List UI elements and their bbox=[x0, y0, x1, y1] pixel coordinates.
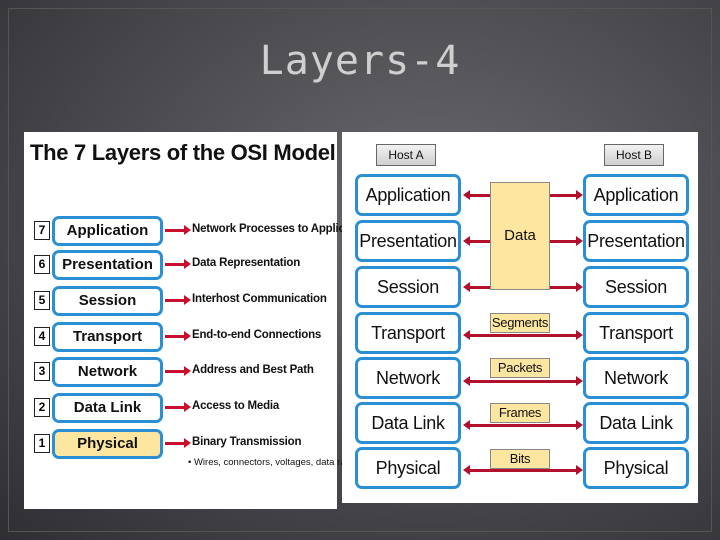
double-arrow-icon bbox=[463, 465, 583, 475]
host-a-layer: Transport bbox=[355, 312, 461, 354]
double-arrow-icon bbox=[463, 330, 583, 340]
slide-title: Layers-4 bbox=[259, 38, 461, 84]
layer-number: 3 bbox=[34, 362, 50, 381]
osi-heading: The 7 Layers of the OSI Model bbox=[30, 140, 336, 165]
layer-function: Interhost Communication bbox=[192, 293, 327, 305]
physical-note: • Wires, connectors, voltages, data rate… bbox=[188, 457, 359, 468]
host-a-layer: Session bbox=[355, 266, 461, 308]
osi-row-session: 5 Session Interhost Communication bbox=[32, 286, 332, 316]
host-b-layer: Network bbox=[583, 357, 689, 399]
host-a-layer: Physical bbox=[355, 447, 461, 489]
host-b-layer: Transport bbox=[583, 312, 689, 354]
layer-box: Network bbox=[52, 357, 163, 387]
segments-pdu: Segments bbox=[490, 313, 550, 333]
host-b-layer: Session bbox=[583, 266, 689, 308]
layer-function: Binary Transmission bbox=[192, 436, 302, 448]
layer-box: Data Link bbox=[52, 393, 163, 423]
packets-pdu: Packets bbox=[490, 358, 550, 378]
osi-row-data-link: 2 Data Link Access to Media bbox=[32, 393, 332, 423]
host-b-layer: Data Link bbox=[583, 402, 689, 444]
host-b-layer: Presentation bbox=[583, 220, 689, 262]
layer-function: Data Representation bbox=[192, 257, 301, 269]
host-a-layer: Application bbox=[355, 174, 461, 216]
right-arrow-icon bbox=[165, 295, 191, 305]
layer-number: 5 bbox=[34, 291, 50, 310]
layer-box: Physical bbox=[52, 429, 163, 459]
right-arrow-icon bbox=[165, 259, 191, 269]
host-a-layer: Network bbox=[355, 357, 461, 399]
layer-function: Network Processes to Applications bbox=[192, 223, 378, 235]
double-arrow-icon bbox=[463, 376, 583, 386]
osi-row-transport: 4 Transport End-to-end Connections bbox=[32, 322, 332, 352]
layer-function: Address and Best Path bbox=[192, 364, 314, 376]
layer-function: End-to-end Connections bbox=[192, 329, 322, 341]
osi-row-network: 3 Network Address and Best Path bbox=[32, 357, 332, 387]
right-arrow-icon bbox=[165, 225, 191, 235]
layer-box: Application bbox=[52, 216, 163, 246]
layer-number: 1 bbox=[34, 434, 50, 453]
osi-row-physical: 1 Physical Binary Transmission bbox=[32, 429, 332, 459]
host-b-layer: Physical bbox=[583, 447, 689, 489]
host-a-layer: Data Link bbox=[355, 402, 461, 444]
host-b-label: Host B bbox=[604, 144, 664, 166]
host-a-label: Host A bbox=[376, 144, 436, 166]
host-a-layer: Presentation bbox=[355, 220, 461, 262]
layer-number: 6 bbox=[34, 255, 50, 274]
host-b-layer: Application bbox=[583, 174, 689, 216]
data-pdu-block: Data bbox=[490, 182, 550, 290]
layer-box: Session bbox=[52, 286, 163, 316]
osi-layers-panel: The 7 Layers of the OSI Model 7 Applicat… bbox=[24, 132, 378, 509]
right-arrow-icon bbox=[165, 366, 191, 376]
osi-row-application: 7 Application Network Processes to Appli… bbox=[32, 216, 378, 246]
layer-box: Presentation bbox=[52, 250, 163, 280]
osi-row-presentation: 6 Presentation Data Representation bbox=[32, 250, 332, 280]
bits-pdu: Bits bbox=[490, 449, 550, 469]
slide-frame bbox=[8, 8, 712, 532]
encapsulation-panel: Host A Host B Application Presentation S… bbox=[342, 132, 698, 503]
double-arrow-icon bbox=[463, 420, 583, 430]
right-arrow-icon bbox=[165, 331, 191, 341]
layer-box: Transport bbox=[52, 322, 163, 352]
layer-number: 2 bbox=[34, 398, 50, 417]
frames-pdu: Frames bbox=[490, 403, 550, 423]
right-arrow-icon bbox=[165, 438, 191, 448]
layer-number: 4 bbox=[34, 327, 50, 346]
layer-number: 7 bbox=[34, 221, 50, 240]
right-arrow-icon bbox=[165, 402, 191, 412]
layer-function: Access to Media bbox=[192, 400, 280, 412]
